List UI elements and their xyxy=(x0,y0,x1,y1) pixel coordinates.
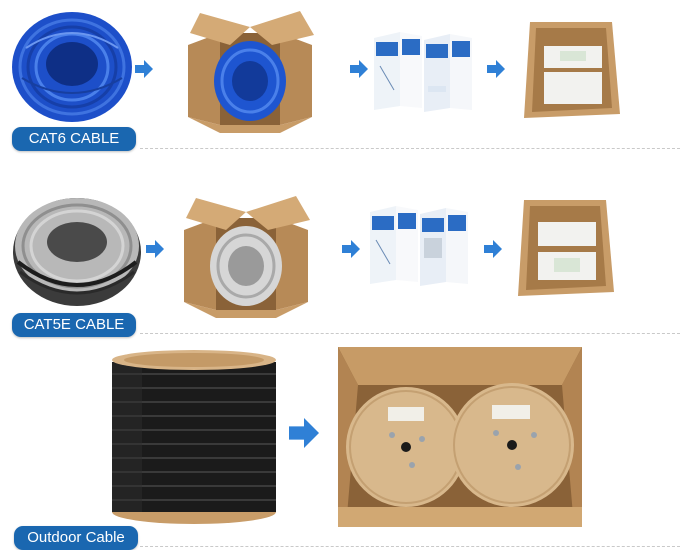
outdoor-cable-label: Outdoor Cable xyxy=(14,526,138,550)
cat5e-cable-label: CAT5E CABLE xyxy=(12,313,136,337)
arrow-right-icon xyxy=(484,240,502,258)
cat5e-packed-carton xyxy=(518,200,614,296)
arrow-right-icon xyxy=(289,418,319,448)
arrow-right-icon xyxy=(350,60,368,78)
cat6-cable-label: CAT6 CABLE xyxy=(12,127,136,151)
cat5e-cable-coil xyxy=(13,198,141,306)
cat6-packed-carton xyxy=(524,22,620,118)
cat6-open-box-with-coil xyxy=(188,11,314,133)
cat5e-open-box-with-coil xyxy=(184,196,310,318)
arrow-right-icon xyxy=(146,240,164,258)
row-divider xyxy=(140,333,680,334)
cat5e-retail-boxes xyxy=(370,206,468,286)
arrow-right-icon xyxy=(487,60,505,78)
arrow-right-icon xyxy=(135,60,153,78)
cat6-cable-coil xyxy=(12,12,132,122)
outdoor-cable-spool xyxy=(112,350,276,524)
row-divider xyxy=(140,546,680,547)
arrow-right-icon xyxy=(342,240,360,258)
row-divider xyxy=(140,148,680,149)
cat6-retail-boxes xyxy=(374,32,472,112)
outdoor-packed-carton-with-spools xyxy=(338,347,582,527)
